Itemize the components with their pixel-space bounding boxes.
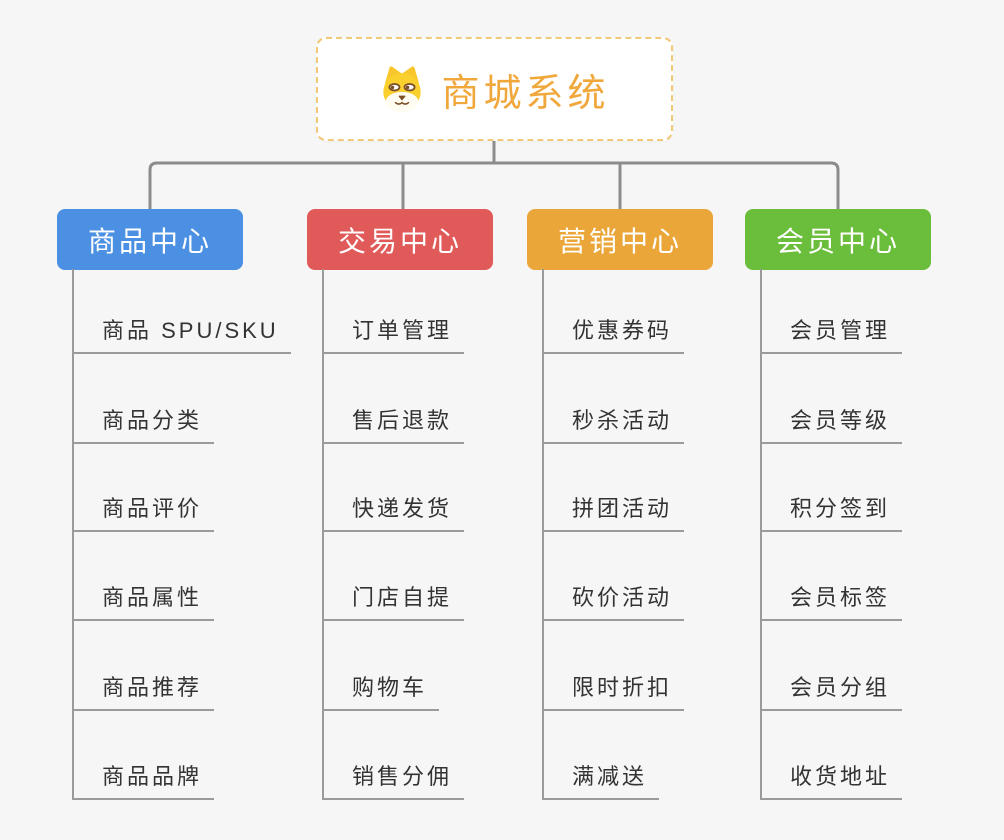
branch-node-product-center[interactable]: 商品中心: [57, 209, 243, 270]
leaf-node[interactable]: 门店自提: [322, 583, 465, 621]
leaf-node[interactable]: 订单管理: [322, 316, 465, 354]
branch-child-spine: [542, 269, 544, 800]
leaf-node[interactable]: 售后退款: [322, 406, 465, 444]
leaf-node[interactable]: 会员分组: [760, 673, 903, 711]
leaf-node[interactable]: 会员等级: [760, 406, 903, 444]
leaf-node[interactable]: 限时折扣: [542, 673, 685, 711]
leaf-node[interactable]: 满减送: [542, 762, 660, 800]
branch-child-spine: [760, 269, 762, 800]
leaf-node[interactable]: 收货地址: [760, 762, 903, 800]
leaf-node[interactable]: 砍价活动: [542, 583, 685, 621]
leaf-node[interactable]: 商品分类: [72, 406, 215, 444]
branch-node-member-center[interactable]: 会员中心: [745, 209, 931, 270]
leaf-node[interactable]: 快递发货: [322, 494, 465, 532]
leaf-node[interactable]: 会员标签: [760, 583, 903, 621]
shiba-dog-icon: [383, 66, 422, 112]
root-node-mall-system[interactable]: 商城系统: [316, 37, 673, 141]
leaf-node[interactable]: 积分签到: [760, 494, 903, 532]
branch-child-spine: [72, 269, 74, 800]
branch-node-trade-center[interactable]: 交易中心: [307, 209, 493, 270]
leaf-node[interactable]: 商品评价: [72, 494, 215, 532]
leaf-node[interactable]: 商品品牌: [72, 762, 215, 800]
leaf-node[interactable]: 商品属性: [72, 583, 215, 621]
leaf-node[interactable]: 拼团活动: [542, 494, 685, 532]
leaf-node[interactable]: 购物车: [322, 673, 440, 711]
root-title: 商城系统: [441, 72, 610, 115]
leaf-node[interactable]: 会员管理: [760, 316, 903, 354]
leaf-node[interactable]: 商品 SPU/SKU: [72, 316, 291, 354]
branch-child-spine: [322, 269, 324, 800]
leaf-node[interactable]: 销售分佣: [322, 762, 465, 800]
leaf-node[interactable]: 优惠券码: [542, 316, 685, 354]
leaf-node[interactable]: 秒杀活动: [542, 406, 685, 444]
leaf-node[interactable]: 商品推荐: [72, 673, 215, 711]
branch-node-marketing-center[interactable]: 营销中心: [527, 209, 713, 270]
